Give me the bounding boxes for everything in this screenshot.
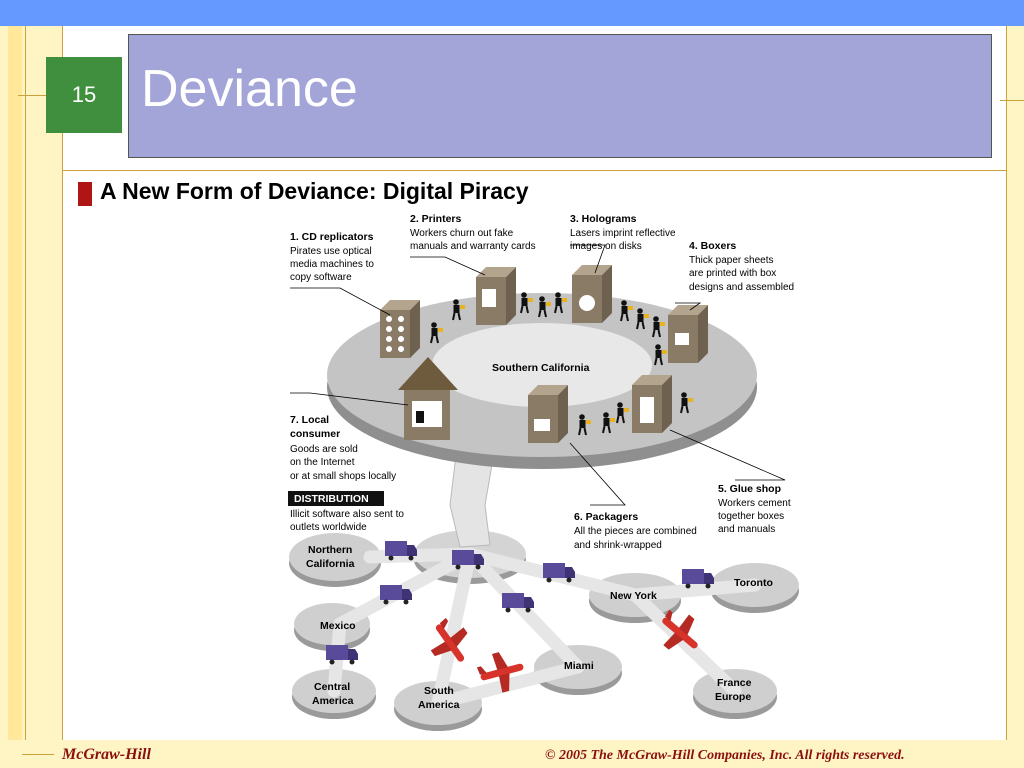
step-4-desc: are printed with box [689,268,776,279]
step-7-desc: on the Internet [290,457,355,468]
packagers-building [528,385,568,443]
decor-line [1006,26,1007,740]
slide-number: 15 [46,57,122,133]
step-3-desc: Lasers imprint reflective [570,228,676,239]
step-7-title: consumer [290,428,340,440]
step-1-desc: copy software [290,272,352,283]
bottom-bar [0,740,1024,768]
local-consumer-house [398,357,458,440]
step-2-title: 2. Printers [410,213,462,225]
holograms-building [572,265,612,323]
piracy-diagram: Southern California 1. CD replicators Pi… [288,213,799,731]
distribution-desc: Illicit software also sent to [290,509,404,520]
right-decor-strip [1006,26,1024,740]
destination-label: New York [610,590,657,602]
distribution-badge [288,491,384,506]
destination-label: Europe [715,691,751,703]
step-4-desc: Thick paper sheets [689,255,774,266]
title-box: Deviance [128,34,992,158]
leader-lines [290,244,786,506]
bullet-marker [78,182,92,206]
step-5-title: 5. Glue shop [718,483,781,495]
distribution-desc: outlets worldwide [290,522,367,533]
decor-line [25,26,26,740]
slide-subtitle: A New Form of Deviance: Digital Piracy [100,178,529,204]
decor-line [18,95,46,96]
destination-label: Toronto [734,577,773,589]
step-7-desc: or at small shops locally [290,471,396,482]
decor-line [62,26,63,740]
step-5-desc: together boxes [718,511,784,522]
step-1-desc: media machines to [290,259,374,270]
step-3-title: 3. Holograms [570,213,637,225]
top-bar [0,0,1024,26]
step-7-title: 7. Local [290,414,329,426]
step-2-desc: Workers churn out fake [410,228,514,239]
step-7-desc: Goods are sold [290,444,358,455]
destination-label: Central [314,681,350,693]
step-5-desc: Workers cement [718,498,791,509]
step-5-desc: and manuals [718,524,775,535]
step-1-title: 1. CD replicators [290,231,374,243]
step-3-desc: images on disks [570,241,642,252]
distribution-routes [327,547,762,710]
decor-line [62,170,1006,171]
step-6-desc: All the pieces are combined [574,526,697,537]
step-6-desc: and shrink-wrapped [574,540,662,551]
left-decor-inner [8,26,22,740]
decor-line [1000,100,1024,101]
step-6-title: 6. Packagers [574,511,638,523]
destination-label: California [306,558,355,570]
distribution-label: DISTRIBUTION [294,493,369,505]
destination-label: America [312,695,354,707]
destination-label: Miami [564,660,594,672]
page-title: Deviance [141,60,358,118]
destination-label: France [717,677,752,689]
destination-label: Northern [308,544,352,556]
destination-label: Mexico [320,620,356,632]
footer-copyright: © 2005 The McGraw-Hill Companies, Inc. A… [545,748,905,763]
step-1-desc: Pirates use optical [290,246,372,257]
step-4-desc: designs and assembled [689,282,794,293]
step-4-title: 4. Boxers [689,240,736,252]
destination-label: America [418,699,460,711]
step-2-desc: manuals and warranty cards [410,241,536,252]
hub-label: Southern California [492,362,590,374]
destination-label: South [424,685,454,697]
footer-publisher: McGraw-Hill [62,746,151,763]
decor-line [22,754,54,755]
